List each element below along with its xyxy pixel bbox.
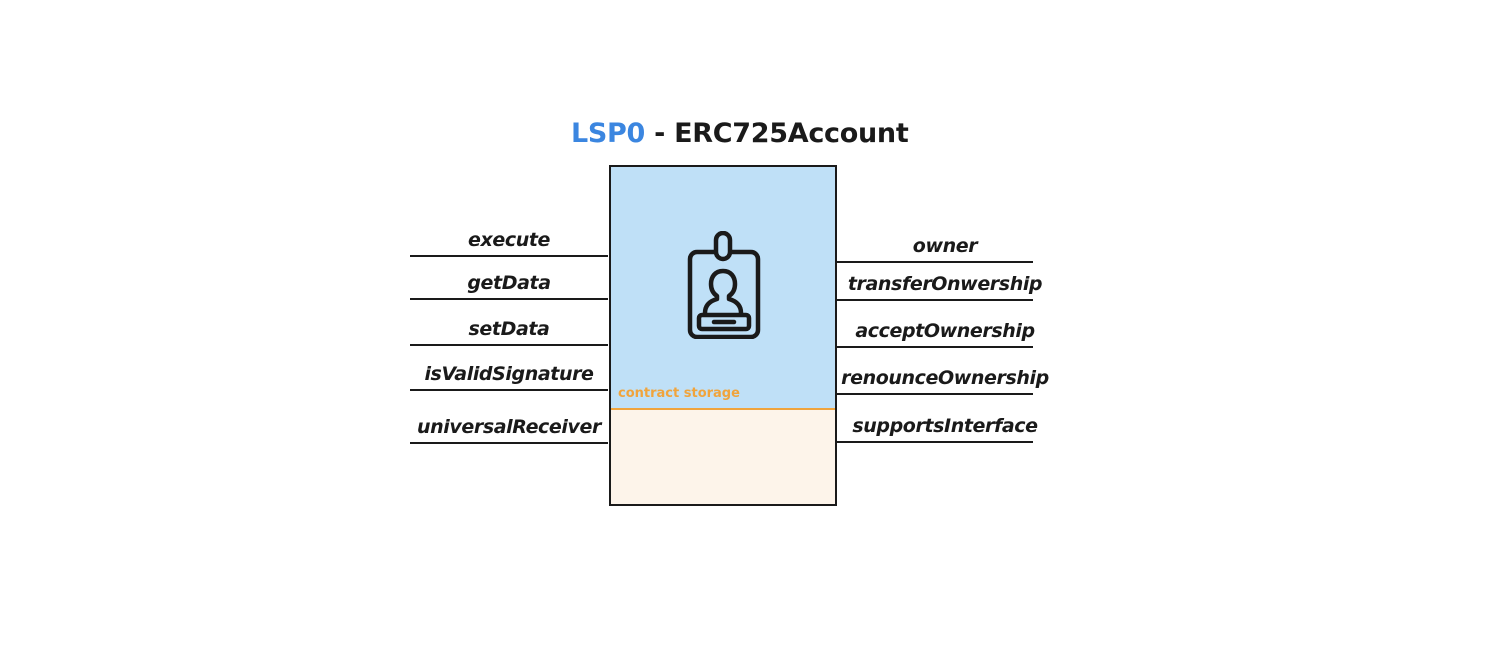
function-execute: execute bbox=[410, 219, 608, 257]
function-renounceownership: renounceOwnership bbox=[837, 357, 1049, 395]
contract-box: contract storage bbox=[609, 165, 837, 506]
id-badge-person-icon bbox=[687, 231, 761, 339]
function-isvalidsignature: isValidSignature bbox=[410, 353, 608, 391]
function-owner: owner bbox=[837, 225, 1033, 263]
title-name: - ERC725Account bbox=[645, 118, 909, 149]
function-setdata: setData bbox=[410, 308, 608, 346]
diagram-title: LSP0 - ERC725Account bbox=[571, 118, 909, 149]
function-transferownership: transferOnwership bbox=[837, 263, 1043, 301]
storage-divider bbox=[611, 408, 835, 410]
storage-label: contract storage bbox=[618, 386, 740, 401]
function-acceptownership: acceptOwnership bbox=[837, 310, 1035, 348]
contract-logic-area bbox=[611, 167, 835, 408]
contract-storage-area bbox=[611, 408, 835, 504]
title-standard: LSP0 bbox=[571, 118, 646, 149]
function-universalreceiver: universalReceiver bbox=[410, 406, 608, 444]
function-supportsinterface: supportsInterface bbox=[837, 405, 1038, 443]
function-getdata: getData bbox=[410, 262, 608, 300]
